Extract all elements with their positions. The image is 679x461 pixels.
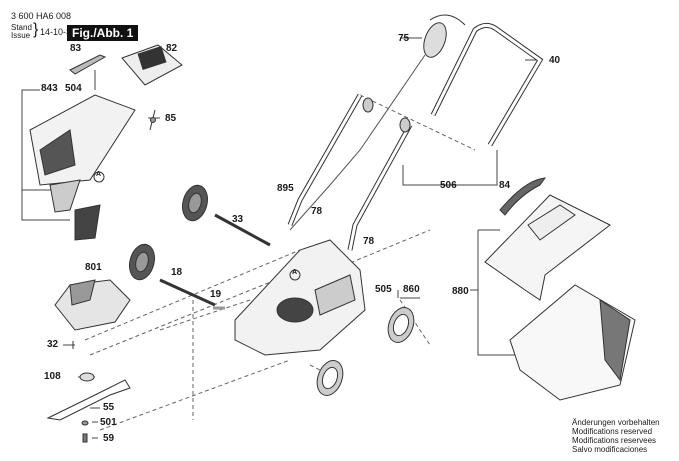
callout-895[interactable]: 895 <box>277 183 294 194</box>
callout-18[interactable]: 18 <box>171 267 183 278</box>
callout-84[interactable]: 84 <box>499 180 511 191</box>
callout-32[interactable]: 32 <box>47 339 59 350</box>
callout-19[interactable]: 19 <box>210 289 222 300</box>
reference-marker-a-top: A <box>96 171 102 178</box>
callout-78-left[interactable]: 78 <box>311 206 323 217</box>
callout-59[interactable]: 59 <box>103 433 115 444</box>
callout-801[interactable]: 801 <box>85 262 102 273</box>
document-number: 3 600 HA6 008 <box>11 11 72 21</box>
callout-40[interactable]: 40 <box>549 55 561 66</box>
issue-label: Issue <box>11 31 31 40</box>
figure-badge: Fig./Abb. 1 <box>67 25 139 41</box>
modification-notes: Änderungen vorbehalten Modifications res… <box>572 418 660 454</box>
stand-label: Stand <box>11 23 32 32</box>
callout-108[interactable]: 108 <box>44 371 61 382</box>
callout-843[interactable]: 843 <box>41 83 58 94</box>
note-en: Modifications reserved <box>572 427 653 436</box>
mower-deck-part <box>234 239 366 356</box>
grass-box-lid-part <box>484 194 611 301</box>
switch-box-part <box>423 22 447 58</box>
callout-82[interactable]: 82 <box>166 43 178 54</box>
callout-880[interactable]: 880 <box>452 286 469 297</box>
note-es: Salvo modificaciones <box>572 445 648 454</box>
callout-860[interactable]: 860 <box>403 284 420 295</box>
grass-box-handle-part <box>499 177 547 216</box>
rear-axle-part <box>214 213 271 247</box>
blade-part <box>46 379 131 421</box>
callout-33[interactable]: 33 <box>232 214 244 225</box>
callout-504[interactable]: 504 <box>65 83 82 94</box>
note-fr: Modifications reservees <box>572 436 657 445</box>
stand-issue-label: Stand Issue <box>11 24 32 40</box>
handle-grip-part <box>69 54 107 75</box>
callout-55[interactable]: 55 <box>103 402 115 413</box>
callout-506[interactable]: 506 <box>440 180 457 191</box>
reference-marker-a-deck: A <box>292 269 298 276</box>
note-de: Änderungen vorbehalten <box>572 418 660 427</box>
brace-icon: } <box>33 21 39 38</box>
callout-78-right[interactable]: 78 <box>363 236 375 247</box>
issue-date: 14-10-31 <box>40 27 77 37</box>
callout-85[interactable]: 85 <box>165 113 177 124</box>
callout-75[interactable]: 75 <box>398 33 410 44</box>
blade-washer-part <box>79 372 95 382</box>
callout-83[interactable]: 83 <box>70 43 82 54</box>
callout-505[interactable]: 505 <box>375 284 392 295</box>
callout-501[interactable]: 501 <box>100 417 117 428</box>
front-axle-part <box>159 278 216 307</box>
